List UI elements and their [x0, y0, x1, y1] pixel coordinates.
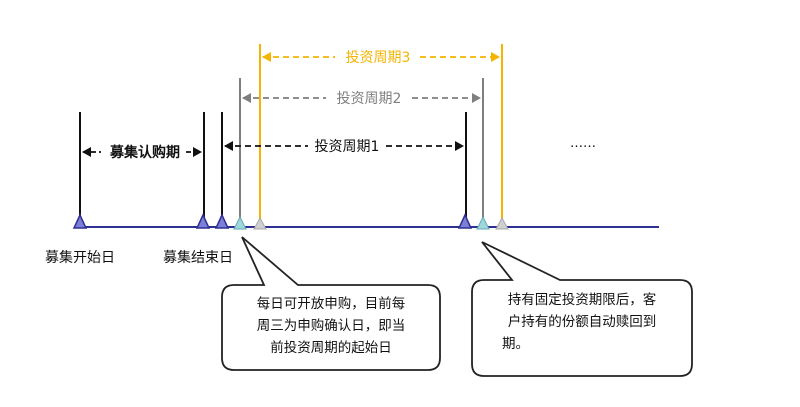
- callout-left-line1: 每日可开放申购，目前每: [257, 295, 406, 312]
- callout-right-line3: 期。: [502, 336, 529, 352]
- marker-cycle3-end: [495, 216, 509, 230]
- callout-left-bubble: [221, 236, 441, 371]
- callout-right-line1: 持有固定投资期限后，客: [508, 291, 657, 308]
- callout-right: 持有固定投资期限后，客 户持有的份额自动赎回到 期。: [471, 241, 693, 377]
- continuation-ellipsis: ……: [570, 136, 596, 151]
- subscription-period-label: 募集认购期: [109, 144, 180, 161]
- marker-cycle3-start: [253, 216, 267, 230]
- marker-subscription-end: [195, 213, 211, 229]
- cycle2-label: 投资周期2: [337, 91, 402, 107]
- marker-cycle2-end: [476, 215, 490, 230]
- callout-right-line2: 户持有的份额自动赎回到: [508, 313, 657, 330]
- callout-left: 每日可开放申购，目前每 周三为申购确认日，即当 前投资周期的起始日: [221, 236, 441, 371]
- start-date-label: 募集开始日: [45, 249, 115, 266]
- marker-cycle2-start: [233, 215, 247, 230]
- cycle1-label: 投资周期1: [315, 139, 380, 155]
- callout-left-line2: 周三为申购确认日，即当: [257, 318, 406, 334]
- marker-cycle1-end: [457, 213, 473, 229]
- callout-right-bubble: [471, 241, 693, 377]
- callout-left-line3: 前投资周期的起始日: [270, 339, 392, 356]
- marker-subscription-start: [72, 213, 88, 229]
- marker-cycle1-start: [214, 213, 230, 229]
- cycle3-label: 投资周期3: [346, 50, 411, 66]
- end-date-label: 募集结束日: [163, 249, 233, 266]
